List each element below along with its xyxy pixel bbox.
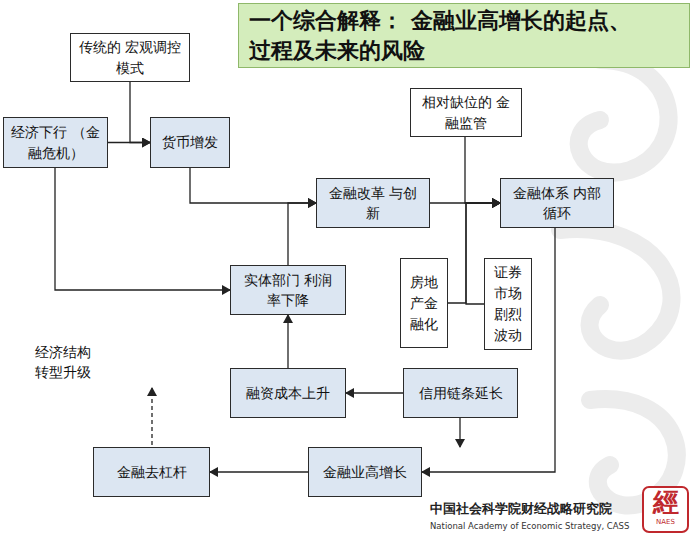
box-text: 实体部门 利润率下降	[237, 270, 339, 311]
process-box: 金融改革 与创新	[316, 178, 430, 228]
box-text: 融资成本上升	[246, 383, 330, 403]
flow-arrow	[210, 471, 308, 472]
flow-arrow	[130, 82, 150, 143]
box-text: 货币增发	[162, 132, 218, 152]
process-box: 融资成本上升	[230, 368, 346, 418]
process-box: 证券市场剧烈波动	[484, 258, 532, 350]
process-box: 信用链条延长	[403, 368, 518, 418]
logo-text: NAES	[643, 519, 688, 526]
box-text: 经济下行 （金融危机）	[10, 122, 101, 163]
process-box: 经济下行 （金融危机）	[3, 117, 108, 168]
box-text: 证券市场剧烈波动	[494, 262, 522, 346]
flow-arrow	[55, 168, 230, 290]
flow-arrow	[465, 137, 500, 203]
box-text: 金融去杠杆	[117, 462, 187, 482]
box-text: 金融改革 与创新	[323, 183, 423, 224]
flow-arrow	[288, 203, 316, 265]
flow-arrow	[190, 168, 316, 203]
process-box: 房地产金融化	[400, 258, 448, 348]
title-text: 一个综合解释： 金融业高增长的起点、过程及未来的风险	[249, 6, 669, 65]
dashed-arrow	[151, 388, 152, 445]
process-box: 金融去杠杆	[93, 447, 210, 497]
flow-arrow	[287, 315, 288, 368]
box-text: 金融业高增长	[323, 462, 407, 482]
process-box: 货币增发	[150, 117, 230, 168]
box-text: 信用链条延长	[419, 383, 503, 403]
logo-text: 經	[643, 489, 688, 515]
title-banner: 一个综合解释： 金融业高增长的起点、过程及未来的风险	[238, 3, 690, 68]
note-label: 经济结构 转型升级	[35, 342, 97, 383]
process-box: 传统的 宏观调控模式	[70, 33, 190, 82]
process-box: 相对缺位的 金融监管	[410, 88, 522, 137]
flow-arrow	[346, 392, 403, 393]
process-box: 金融业高增长	[308, 447, 422, 497]
logo-text: National Academy of Economic Strategy, C…	[430, 521, 629, 531]
process-box: 金融体系 内部循环	[500, 178, 614, 228]
box-text: 相对缺位的 金融监管	[417, 92, 515, 133]
logo-text: 中国社会科学院财经战略研究院	[430, 501, 612, 518]
process-box: 实体部门 利润率下降	[230, 265, 346, 315]
box-text: 传统的 宏观调控模式	[77, 37, 183, 78]
flow-arrow	[459, 418, 460, 447]
logo-frame	[643, 487, 688, 532]
box-text: 房地产金融化	[410, 272, 438, 335]
box-text: 金融体系 内部循环	[507, 183, 607, 224]
